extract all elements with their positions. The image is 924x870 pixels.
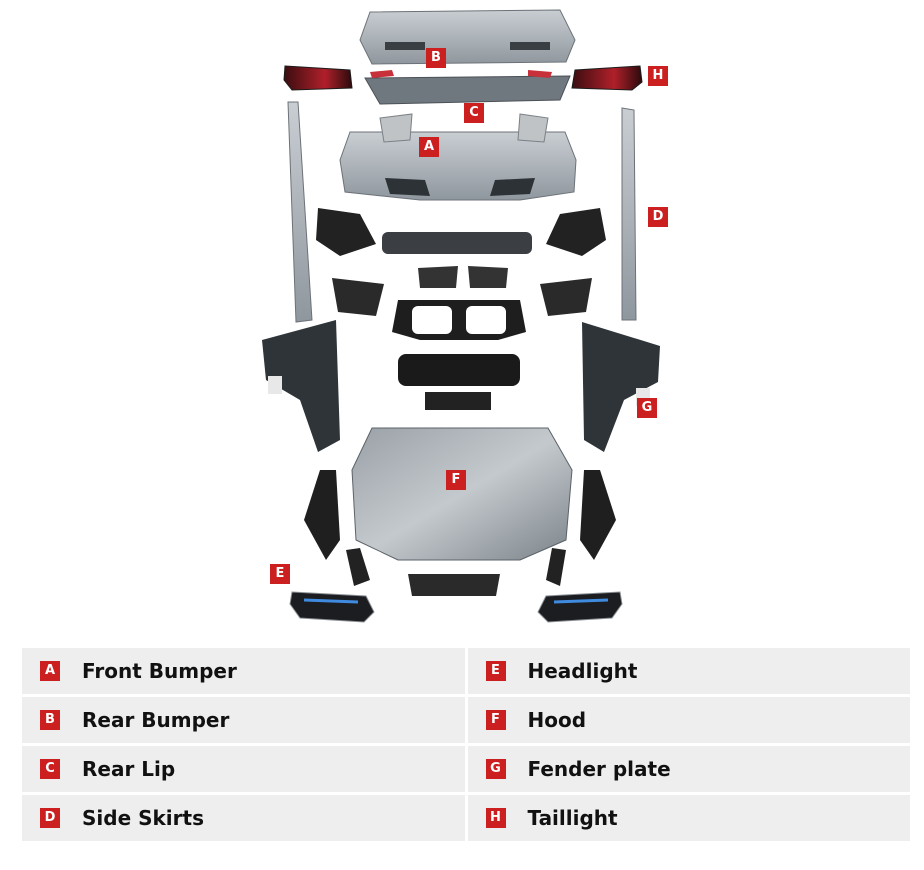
legend-item: E Headlight (464, 648, 911, 694)
side-skirt-right-part (621, 107, 637, 321)
callout-b: B (426, 48, 446, 68)
fender-left-part (262, 320, 340, 452)
fender-right-part (582, 322, 660, 452)
side-skirt-left-part (287, 101, 313, 323)
legend-row: C Rear Lip G Fender plate (22, 746, 910, 792)
legend-label: Rear Lip (82, 757, 176, 781)
callout-d: D (648, 207, 668, 227)
hood-part (351, 427, 573, 561)
legend-label: Headlight (527, 659, 638, 683)
taillight-left-part (283, 65, 353, 91)
headlight-right-part (537, 591, 623, 623)
callout-h: H (648, 66, 668, 86)
legend-item: H Taillight (464, 795, 911, 841)
legend-item: A Front Bumper (22, 648, 465, 694)
legend-badge: G (485, 759, 506, 779)
legend-badge: D (40, 808, 60, 828)
parts-diagram: B H C A D G F E (262, 9, 668, 623)
legend-label: Front Bumper (82, 659, 237, 683)
legend-label: Taillight (527, 806, 618, 830)
legend-item: F Hood (464, 697, 911, 743)
legend-badge: B (40, 710, 60, 730)
legend-row: A Front Bumper E Headlight (22, 648, 910, 694)
legend-badge: F (485, 710, 506, 730)
rear-lip-part (364, 75, 571, 105)
callout-a: A (419, 137, 439, 157)
rear-bumper-part (359, 9, 576, 65)
legend-badge: A (40, 661, 60, 681)
legend-row: B Rear Bumper F Hood (22, 697, 910, 743)
legend-row: D Side Skirts H Taillight (22, 795, 910, 841)
headlight-left-part (289, 591, 375, 623)
callout-f: F (446, 470, 466, 490)
legend-badge: C (40, 759, 60, 779)
legend-label: Side Skirts (82, 806, 204, 830)
legend-label: Hood (527, 708, 587, 732)
legend-item: B Rear Bumper (22, 697, 465, 743)
legend-item: D Side Skirts (22, 795, 465, 841)
legend-badge: E (485, 661, 506, 681)
legend-item: G Fender plate (464, 746, 911, 792)
body-kit-illustration (262, 9, 660, 623)
taillight-right-part (571, 65, 643, 91)
callout-g: G (637, 398, 657, 418)
legend-item: C Rear Lip (22, 746, 465, 792)
legend-label: Rear Bumper (82, 708, 230, 732)
callout-e: E (270, 564, 290, 584)
legend-label: Fender plate (527, 757, 671, 781)
callout-c: C (464, 103, 484, 123)
parts-legend: A Front Bumper E Headlight B Rear Bumper… (22, 648, 910, 844)
legend-badge: H (485, 808, 506, 828)
